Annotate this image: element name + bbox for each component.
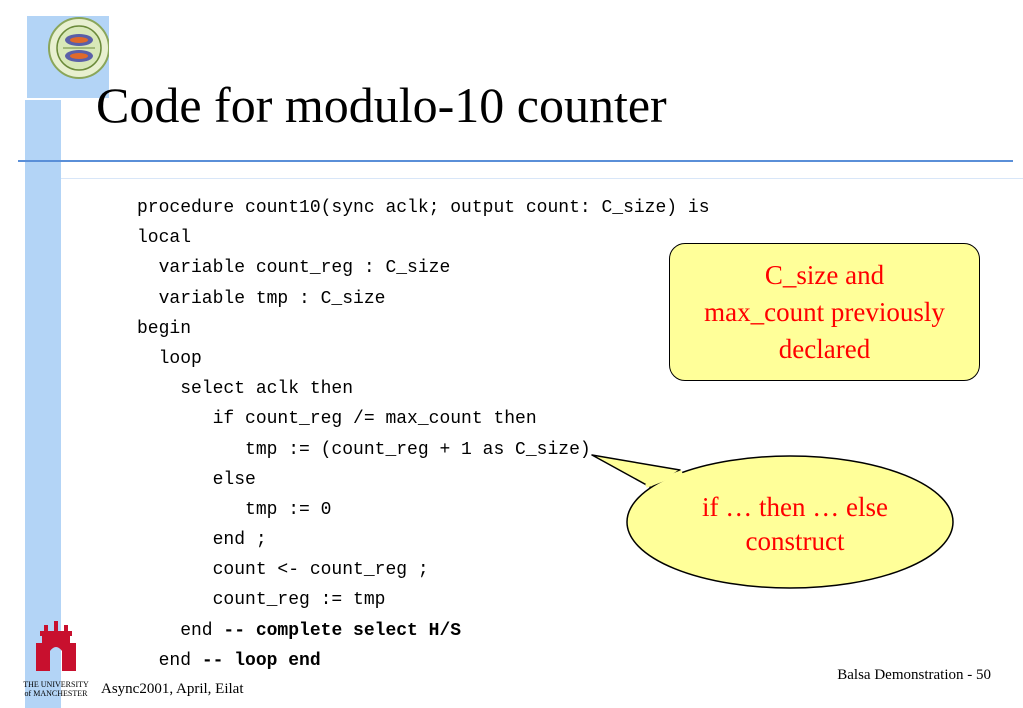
code-comment: -- complete select H/S [223, 620, 462, 641]
code-text: else [137, 469, 256, 490]
university-logo: THE UNIVERSITY of MANCHESTER [16, 621, 96, 698]
code-line: loop [137, 344, 710, 374]
code-text: count_reg := tmp [137, 590, 386, 611]
code-line: if count_reg /= max_count then [137, 404, 710, 434]
code-line: tmp := (count_reg + 1 as C_size) [137, 435, 710, 465]
code-text: variable tmp : C_size [137, 288, 386, 309]
code-line: end -- complete select H/S [137, 616, 710, 646]
code-text: tmp := 0 [137, 499, 332, 520]
code-line: variable count_reg : C_size [137, 253, 710, 283]
left-accent-bar [25, 100, 61, 708]
code-line: procedure count10(sync aclk; output coun… [137, 193, 710, 223]
callout-construct-line: if … then … else [702, 492, 888, 522]
callout-construct-line: construct [745, 526, 845, 556]
callout-declared-line: C_size and [764, 260, 885, 290]
code-text: loop [137, 348, 202, 369]
conference-logo [27, 16, 109, 98]
callout-declared: C_size and max_count previously declared [669, 243, 980, 381]
code-comment: -- loop end [201, 650, 321, 671]
code-line: select aclk then [137, 374, 710, 404]
code-text: select aclk then [137, 379, 354, 400]
code-text: begin [137, 318, 192, 339]
code-text: count <- count_reg ; [137, 560, 429, 581]
code-line: end ; [137, 525, 710, 555]
title-divider-light [61, 178, 1023, 179]
footer-event: Async2001, April, Eilat [101, 681, 244, 697]
code-line: end -- loop end [137, 646, 710, 676]
code-line: local [137, 223, 710, 253]
code-line: count_reg := tmp [137, 585, 710, 615]
callout-declared-line: declared [778, 334, 871, 364]
code-text: procedure count10(sync aclk; output coun… [137, 198, 710, 218]
code-text: if count_reg /= max_count then [137, 409, 537, 430]
code-line: tmp := 0 [137, 495, 710, 525]
code-line: begin [137, 314, 710, 344]
code-text: tmp := (count_reg + 1 as C_size) [137, 439, 591, 460]
code-line: else [137, 465, 710, 495]
slide-title: Code for modulo-10 counter [96, 77, 667, 133]
callout-construct: if … then … else construct [660, 490, 930, 558]
code-text: variable count_reg : C_size [137, 258, 451, 279]
code-text: end ; [137, 530, 267, 551]
callout-declared-line: max_count previously [704, 297, 945, 327]
university-crest-icon [36, 621, 76, 671]
university-name: THE UNIVERSITY of MANCHESTER [23, 680, 89, 698]
code-text: local [137, 228, 192, 249]
code-line: count <- count_reg ; [137, 555, 710, 585]
title-divider [18, 160, 1013, 162]
code-block: procedure count10(sync aclk; output coun… [137, 193, 710, 676]
footer-slide-number: Balsa Demonstration - 50 [837, 667, 991, 683]
code-line: variable tmp : C_size [137, 284, 710, 314]
code-text: end [137, 650, 202, 671]
code-text: end [137, 620, 224, 641]
